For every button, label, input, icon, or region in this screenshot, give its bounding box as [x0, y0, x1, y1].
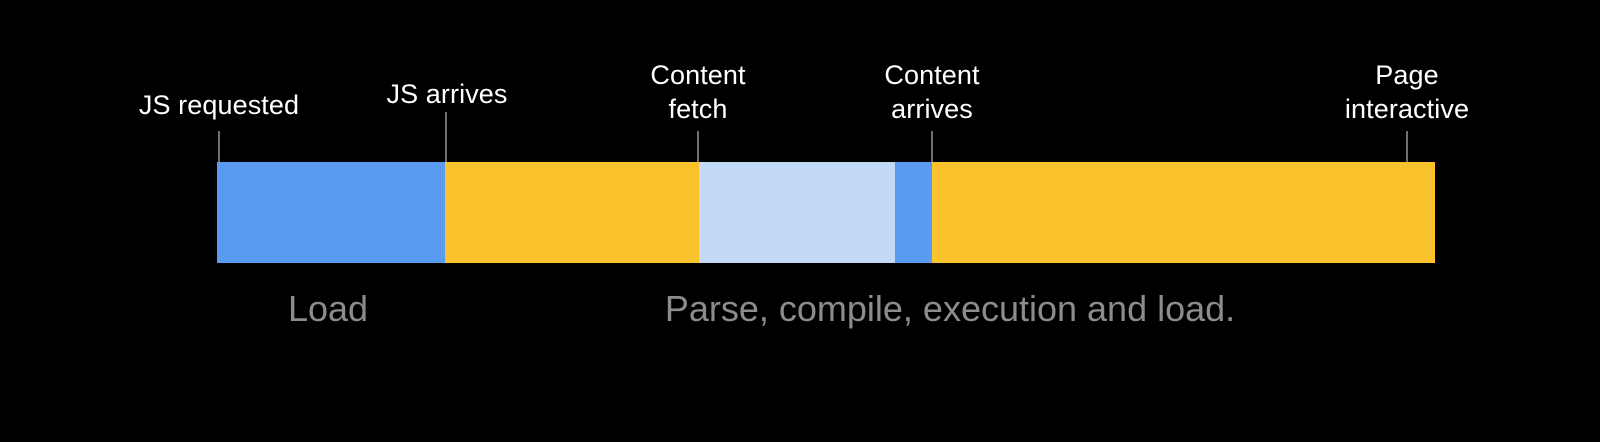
tick-line-page-interactive — [1406, 131, 1408, 163]
segment-download — [217, 162, 445, 263]
tick-line-js-requested — [218, 131, 220, 163]
marker-label-js-arrives: JS arrives — [386, 79, 508, 109]
phase-caption-parse-compile-execute: Parse, compile, execution and load. — [664, 288, 1236, 329]
tick-line-content-fetch — [697, 131, 699, 163]
phase-caption-load: Load — [287, 288, 369, 329]
segment-execution-load — [932, 162, 1435, 263]
marker-label-page-interactive: Page interactive — [1344, 60, 1470, 124]
segment-content-fetch-wait — [699, 162, 895, 263]
timeline-bar — [217, 162, 1435, 263]
segment-content-arrival — [895, 162, 932, 263]
marker-label-js-requested: JS requested — [138, 90, 300, 120]
segment-parse-compile — [445, 162, 699, 263]
marker-label-content-arrives: Content arrives — [884, 60, 980, 124]
marker-label-content-fetch: Content fetch — [650, 60, 746, 124]
tick-line-content-arrives — [931, 131, 933, 163]
tick-line-js-arrives — [445, 112, 447, 163]
